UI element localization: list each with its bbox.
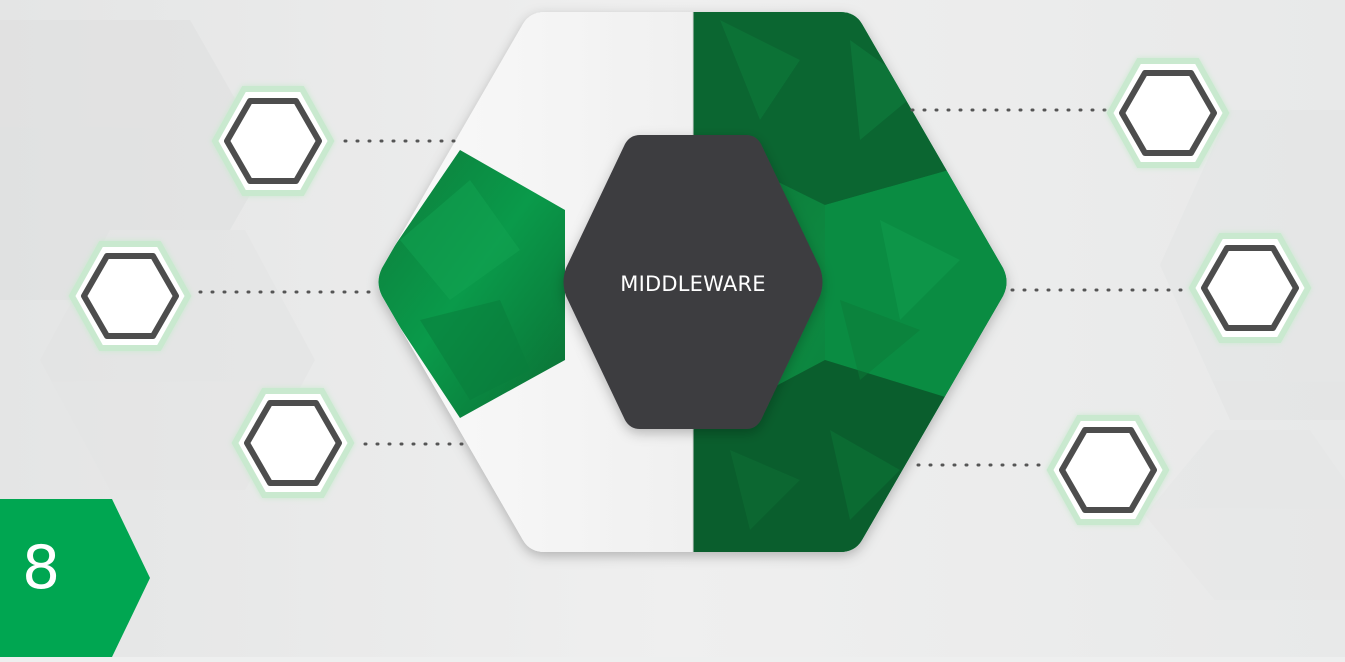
hexagon-outline-icon bbox=[244, 400, 342, 486]
page-number: 8 bbox=[22, 533, 61, 603]
node-right-top bbox=[1106, 58, 1230, 168]
hexagon-outline-icon bbox=[1059, 427, 1157, 513]
node-right-bottom bbox=[1046, 415, 1170, 525]
page-badge bbox=[0, 499, 150, 657]
connector-lines bbox=[198, 108, 1192, 467]
hexagon-outline-icon bbox=[1119, 70, 1217, 156]
node-left-top bbox=[211, 86, 335, 196]
hexagon-outline-icon bbox=[224, 98, 322, 184]
node-left-middle bbox=[68, 241, 192, 351]
center-label: MIDDLEWARE bbox=[620, 272, 766, 296]
hexagon-outline-icon bbox=[1201, 245, 1299, 331]
hexagon-outline-icon bbox=[81, 253, 179, 339]
center-hexagon bbox=[563, 135, 823, 429]
node-left-bottom bbox=[231, 388, 355, 498]
node-right-middle bbox=[1188, 233, 1312, 343]
